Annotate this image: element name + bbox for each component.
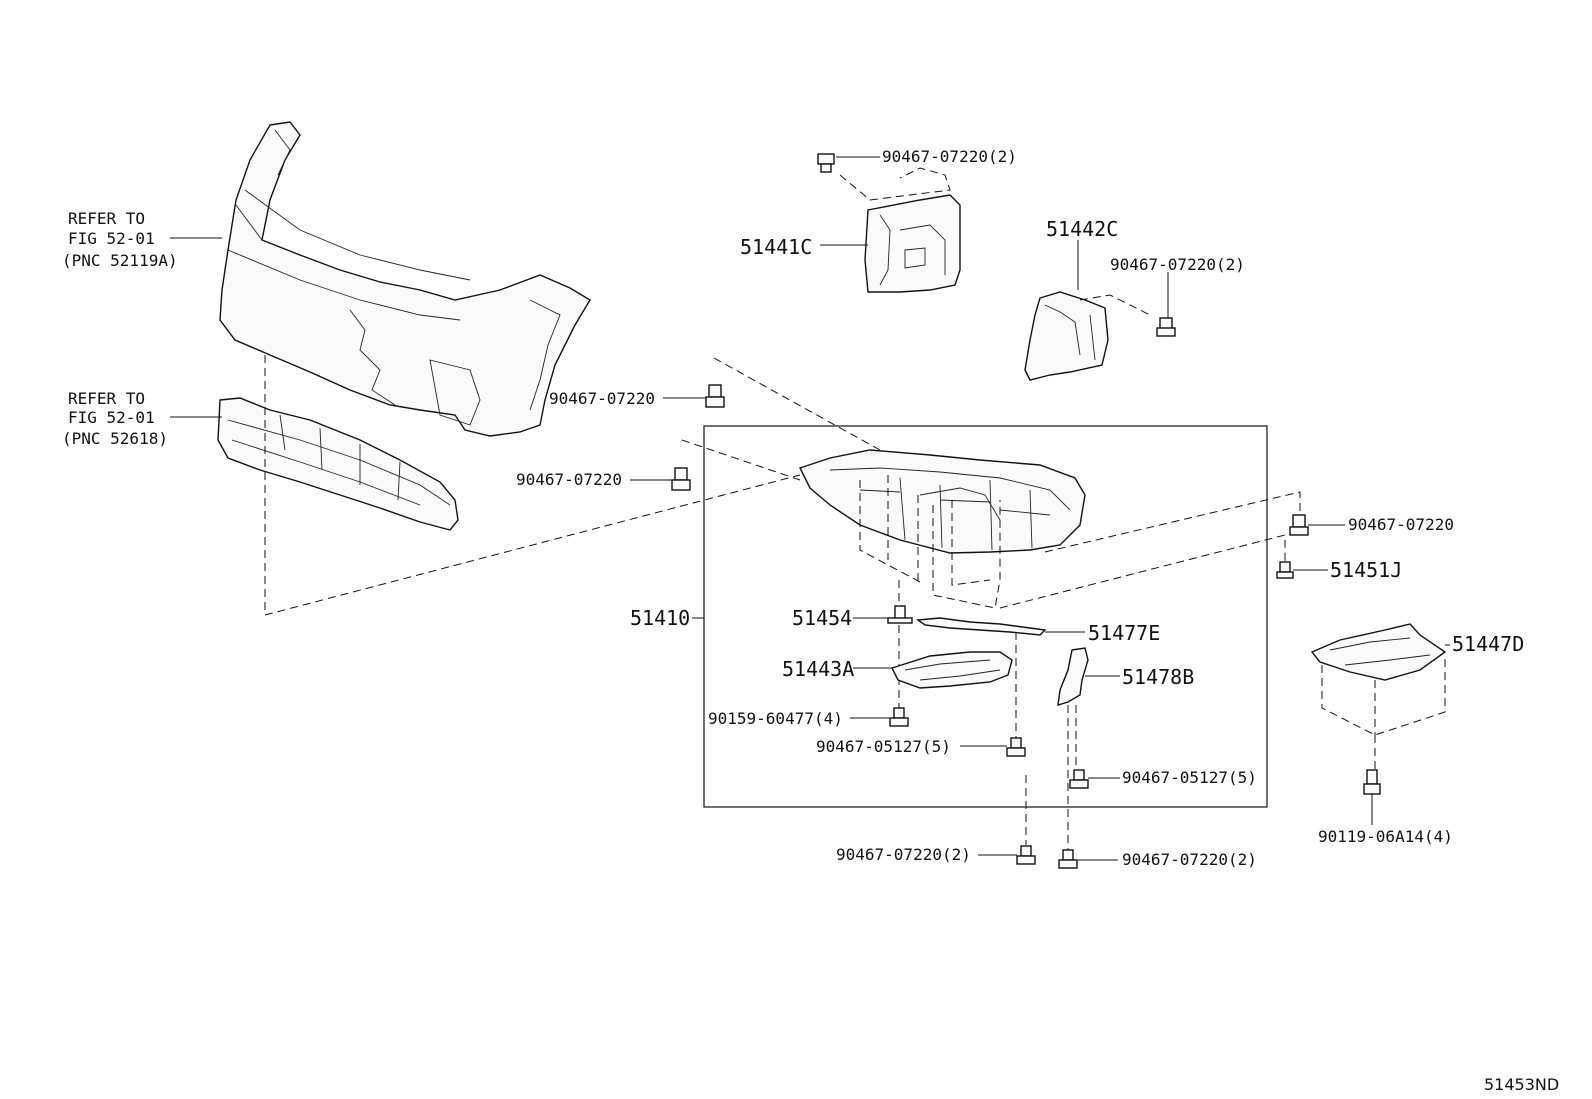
label-fastener-60477: 90159-60477(4) (708, 709, 843, 728)
svg-text:FIG 52-01: FIG 52-01 (68, 408, 155, 427)
bumper-absorber-drawing (217, 397, 459, 531)
label-fastener-05127-left: 90467-05127(5) (816, 737, 951, 756)
part-51441C-drawing (864, 194, 961, 293)
svg-text:(PNC 52618): (PNC 52618) (62, 429, 168, 448)
label-fastener-06a14: 90119-06A14(4) (1318, 827, 1453, 846)
clip-icon (1006, 737, 1026, 757)
clip-icon (1069, 769, 1089, 789)
label-51443A: 51443A (782, 657, 854, 681)
part-51447D-drawing (1310, 623, 1447, 681)
clip-icon (1016, 845, 1036, 865)
diagram-code: 51453ND (1484, 1075, 1559, 1094)
front-bumper-cover-drawing (219, 121, 591, 437)
clip-icon (1058, 849, 1078, 869)
leader-lines (630, 156, 1450, 861)
svg-text:REFER TO: REFER TO (68, 209, 145, 228)
svg-text:FIG 52-01: FIG 52-01 (68, 229, 155, 248)
bolt-icon (1363, 769, 1381, 795)
part-51477E-drawing (916, 617, 1047, 636)
part-51454-drawing (887, 605, 913, 624)
label-fastener-bottom-right: 90467-07220(2) (1122, 850, 1257, 869)
label-fastener-bottom-left: 90467-07220(2) (836, 845, 971, 864)
label-fastener-upper-left: 90467-07220 (549, 389, 655, 408)
part-51478B-drawing (1057, 647, 1089, 706)
label-51478B: 51478B (1122, 665, 1194, 689)
bolt-icon (1276, 561, 1294, 579)
part-51443A-drawing (891, 651, 1013, 689)
label-51442C: 51442C (1046, 217, 1118, 241)
label-fastener-05127-right: 90467-05127(5) (1122, 768, 1257, 787)
refer-label-bumper: REFER TO FIG 52-01 (PNC 52119A) (62, 209, 178, 270)
label-51454: 51454 (792, 606, 852, 630)
clip-icon (671, 467, 691, 491)
clip-icon (705, 384, 725, 408)
label-fastener-right: 90467-07220 (1348, 515, 1454, 534)
part-51410-drawing (799, 449, 1086, 554)
assembly-frame-51410 (703, 425, 1268, 808)
clip-icon (817, 153, 835, 173)
clip-icon (889, 707, 909, 727)
refer-label-absorber: REFER TO FIG 52-01 (PNC 52618) (62, 389, 168, 448)
label-51410: 51410 (630, 606, 690, 630)
clip-icon (1289, 514, 1309, 536)
svg-text:(PNC 52119A): (PNC 52119A) (62, 251, 178, 270)
label-51477E: 51477E (1088, 621, 1160, 645)
label-51441C: 51441C (740, 235, 812, 259)
fastener-icons (671, 153, 1381, 869)
part-51442C-drawing (1024, 291, 1109, 381)
label-51447D: 51447D (1452, 632, 1524, 656)
bolt-icon (1156, 317, 1176, 337)
label-fastener-mid-left: 90467-07220 (516, 470, 622, 489)
label-51451J: 51451J (1330, 558, 1402, 582)
label-fastener-top: 90467-07220(2) (882, 147, 1017, 166)
svg-text:REFER TO: REFER TO (68, 389, 145, 408)
label-fastener-42c: 90467-07220(2) (1110, 255, 1245, 274)
